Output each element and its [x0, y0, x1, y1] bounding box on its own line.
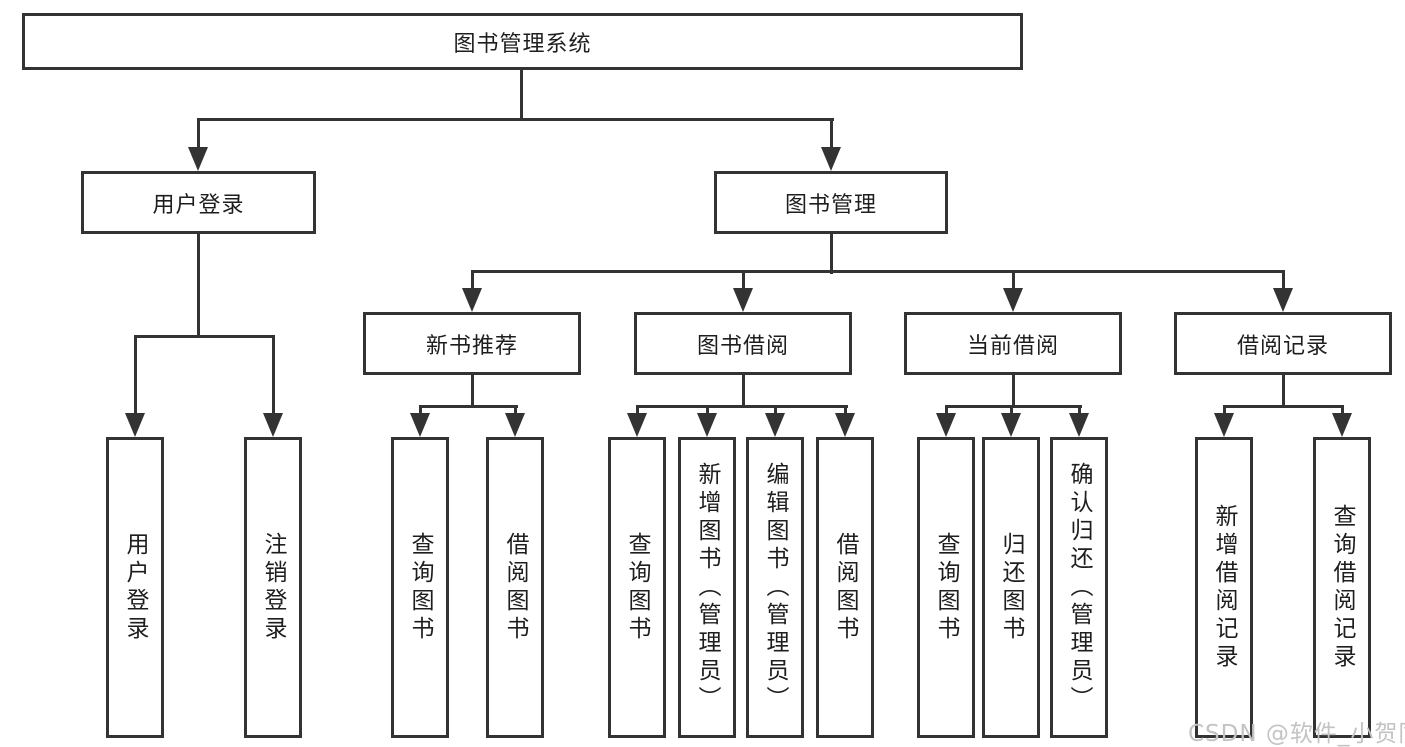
arrow-to-bb2 [697, 413, 717, 437]
arrow-to-book-management [821, 147, 841, 171]
connector-drop-book-borrowing [742, 270, 745, 291]
arrow-to-leaf-user-login [125, 413, 145, 437]
connector-drop-nb1 [419, 405, 422, 417]
arrow-to-bb1 [627, 413, 647, 437]
arrow-to-br2 [1332, 413, 1352, 437]
arrow-to-nb1 [410, 413, 430, 437]
arrow-to-nb2 [505, 413, 525, 437]
connector-drop-bb1 [636, 405, 639, 417]
connector-drop-cb2 [1010, 405, 1013, 417]
connector-drop-new-book [471, 270, 474, 291]
connector-level3-rail [471, 270, 1285, 273]
connector-level2-rail [197, 118, 834, 121]
connector-drop-leaf-logout [272, 335, 275, 417]
connector-borrow-records-stub [1282, 375, 1285, 408]
arrow-to-bb3 [765, 413, 785, 437]
arrow-to-current-borrowing [1003, 288, 1023, 312]
connector-drop-br1 [1223, 405, 1226, 417]
arrow-to-borrowing-records [1273, 288, 1293, 312]
connector-book-borrow-stub [742, 375, 745, 408]
arrow-to-leaf-logout [263, 413, 283, 437]
arrow-to-cb2 [1001, 413, 1021, 437]
arrow-to-cb1 [936, 413, 956, 437]
arrow-to-user-login [188, 147, 208, 171]
connector-root-stub [520, 69, 523, 121]
node-book-management: 图书管理 [714, 171, 948, 234]
leaf-user-login: 用户登录 [106, 437, 164, 738]
connector-drop-current-borrowing [1012, 270, 1015, 291]
connector-current-borrow-stub [1012, 375, 1015, 408]
connector-drop-bb2 [706, 405, 709, 417]
leaf-borrow-books: 借阅图书 [816, 437, 874, 738]
connector-drop-bb3 [774, 405, 777, 417]
connector-drop-br2 [1341, 405, 1344, 417]
leaf-confirm-return-admin: 确认归还（管理员） [1050, 437, 1108, 738]
connector-drop-leaf-user-login [134, 335, 137, 417]
arrow-to-cb3 [1069, 413, 1089, 437]
connector-new-book-rail [419, 405, 518, 408]
arrow-to-bb4 [835, 413, 855, 437]
connector-borrow-records-rail [1223, 405, 1344, 408]
connector-user-login-stub [197, 234, 200, 337]
node-user-login: 用户登录 [81, 171, 316, 234]
csdn-watermark: CSDN @软件_小贺同学 [1188, 721, 1405, 747]
connector-drop-bb4 [844, 405, 847, 417]
leaf-query-borrow-record: 查询借阅记录 [1313, 437, 1371, 738]
connector-book-management-stub [830, 234, 833, 274]
leaf-add-borrow-record: 新增借阅记录 [1195, 437, 1253, 738]
node-new-book-recommendation: 新书推荐 [363, 312, 581, 375]
connector-drop-borrowing-records [1282, 270, 1285, 291]
connector-user-login-rail [134, 335, 275, 338]
node-current-borrowing: 当前借阅 [904, 312, 1122, 375]
connector-drop-cb3 [1078, 405, 1081, 417]
connector-new-book-stub [471, 375, 474, 408]
connector-current-borrow-rail [945, 405, 1082, 408]
connector-drop-user-login [197, 118, 200, 150]
leaf-edit-books-admin: 编辑图书（管理员） [746, 437, 804, 738]
arrow-to-book-borrowing [733, 288, 753, 312]
connector-drop-book-management [830, 118, 833, 150]
leaf-query-books-current: 查询图书 [917, 437, 975, 738]
leaf-return-books: 归还图书 [982, 437, 1040, 738]
arrow-to-br1 [1214, 413, 1234, 437]
leaf-borrow-books-recommend: 借阅图书 [486, 437, 544, 738]
connector-drop-cb1 [945, 405, 948, 417]
leaf-query-books-borrow: 查询图书 [608, 437, 666, 738]
node-book-borrowing: 图书借阅 [634, 312, 852, 375]
connector-book-borrow-rail [636, 405, 848, 408]
leaf-query-books-recommend: 查询图书 [391, 437, 449, 738]
node-library-management-system: 图书管理系统 [22, 13, 1023, 70]
connector-drop-nb2 [514, 405, 517, 417]
leaf-logout: 注销登录 [244, 437, 302, 738]
leaf-add-books-admin: 新增图书（管理员） [678, 437, 736, 738]
node-borrowing-records: 借阅记录 [1174, 312, 1392, 375]
arrow-to-new-book [462, 288, 482, 312]
